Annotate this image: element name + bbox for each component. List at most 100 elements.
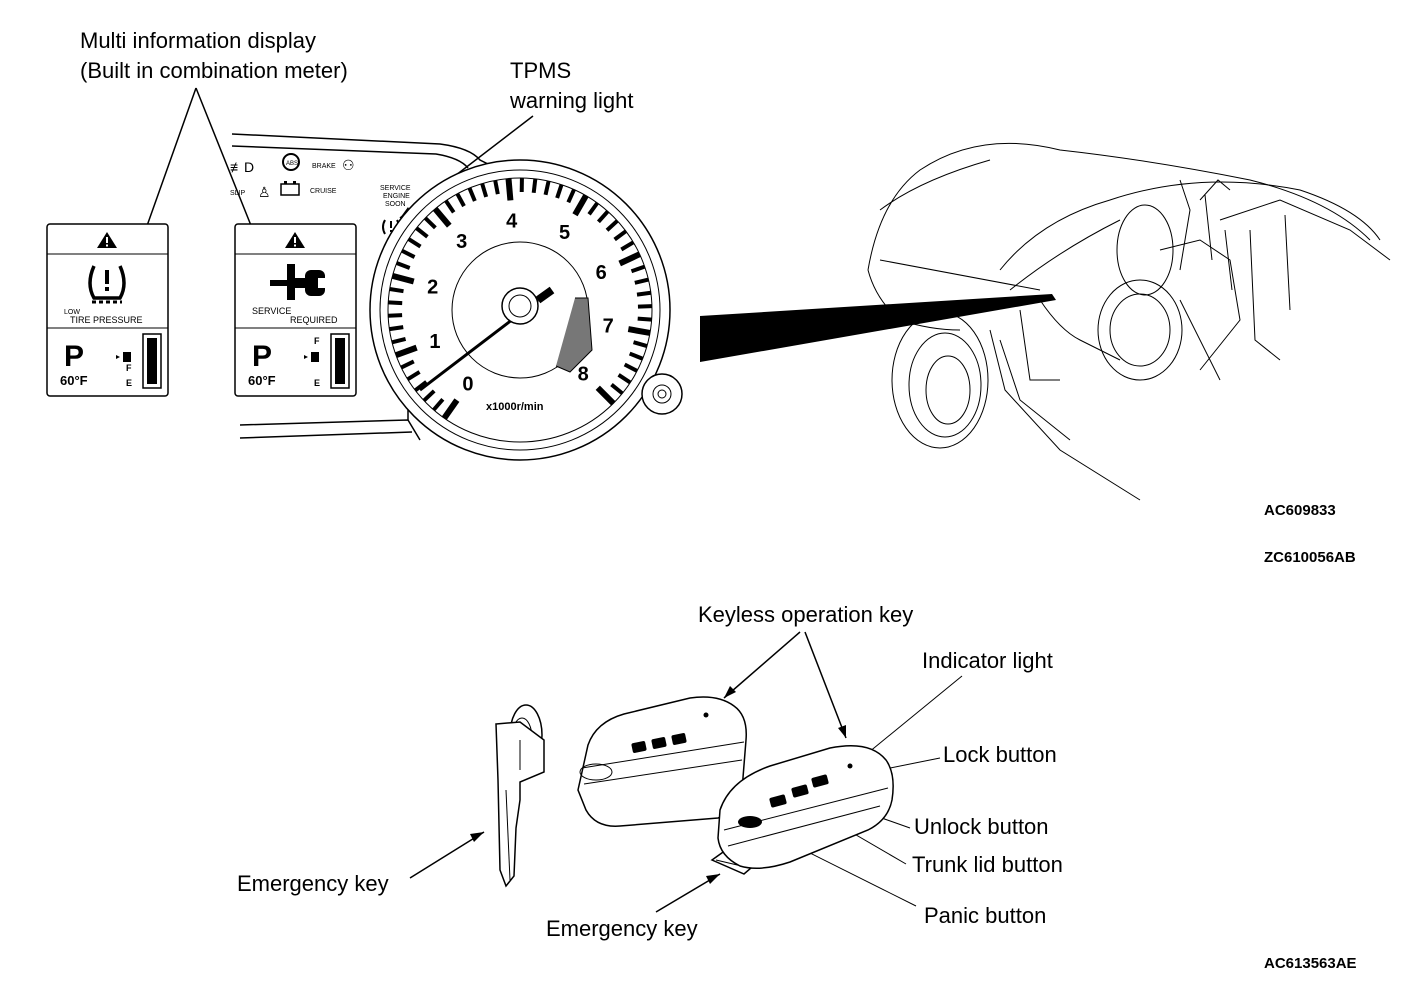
vehicle-outline [867, 142, 1391, 501]
tpms-icon [88, 265, 126, 304]
tach-tick [423, 216, 437, 230]
tach-tick [505, 178, 514, 201]
mid-display-service-required: SERVICE REQUIRED P 60°F F E [234, 223, 357, 397]
tach-tick [388, 300, 403, 306]
tach-tick [406, 370, 421, 381]
tach-tick [455, 192, 466, 208]
tach-tick [493, 179, 500, 195]
slip-indicator: SLIP [230, 190, 246, 197]
tach-tick [610, 382, 624, 395]
service-engine-line2: ENGINE [383, 193, 410, 200]
tach-number: 3 [456, 231, 467, 253]
tach-tick [636, 290, 652, 297]
fuel-gauge-fill [147, 338, 157, 384]
tach-number: 2 [427, 277, 438, 299]
service-engine-line1: SERVICE [380, 185, 411, 192]
tach-tick [415, 226, 429, 239]
tach-unit-label: x1000r/min [486, 401, 544, 413]
trunk-lid-button-icon [769, 794, 787, 808]
tach-tick [634, 277, 649, 285]
trip-reset-knob [641, 373, 683, 415]
tach-number: 5 [559, 222, 570, 244]
tach-tick [391, 336, 407, 345]
tach-tick [605, 219, 619, 232]
wrench-icon [270, 264, 326, 300]
combination-meter: ≢D ABS BRAKE ⚇ SLIP ♙ CRUISE SERVICE ENG… [230, 133, 683, 461]
tach-tick [400, 359, 415, 370]
figure-code-2: ZC610056AB [1264, 549, 1356, 566]
tach-tick [389, 325, 404, 332]
temperature-readout: 60°F [60, 373, 88, 388]
svg-text:ABS: ABS [286, 161, 298, 167]
tach-number: 1 [429, 331, 440, 353]
tach-tick [587, 201, 599, 216]
tpms-label-line1: TPMS [510, 58, 571, 83]
headlight-icon: ≢D [230, 159, 254, 175]
mid-label-line1: Multi information display [80, 28, 316, 53]
tach-tick [623, 362, 639, 373]
tach-tick [467, 187, 477, 202]
tach-tick [391, 272, 415, 285]
tach-tick [422, 389, 436, 403]
brake-indicator: BRAKE [312, 163, 336, 170]
gear-indicator: P [252, 340, 272, 373]
low-label: LOW [64, 309, 80, 316]
lock-button-icon [811, 774, 829, 788]
figure-code-1: AC609833 [1264, 502, 1336, 519]
warning-triangle-icon [97, 232, 117, 248]
temperature-readout: 60°F [248, 373, 276, 388]
tach-tick [632, 340, 648, 348]
figure-code-3: AC613563AE [1264, 955, 1357, 972]
keyless-key-fob [577, 696, 747, 827]
emergency-key-left-label: Emergency key [237, 871, 389, 896]
tach-number: 4 [506, 210, 518, 232]
pointer-wedge [700, 294, 1056, 362]
required-label: REQUIRED [290, 315, 338, 325]
tach-tick [555, 184, 564, 199]
panic-button-label: Panic button [924, 903, 1046, 928]
fuel-empty-label: E [314, 378, 320, 388]
tach-tick [401, 248, 416, 259]
tach-tick-marks [388, 177, 653, 420]
fuel-pump-icon [116, 352, 131, 362]
tach-tick [618, 251, 641, 267]
seatbelt-icon: ♙ [258, 184, 271, 200]
tach-tick [617, 373, 632, 385]
tire-pressure-label: TIRE PRESSURE [70, 315, 143, 325]
tach-tick [480, 182, 489, 198]
trunk-lid-button-label: Trunk lid button [912, 852, 1063, 877]
tach-tick [389, 286, 404, 294]
tach-tick [414, 380, 428, 392]
indicator-light [847, 763, 853, 769]
tach-number: 6 [596, 262, 607, 284]
gear-indicator: P [64, 340, 84, 373]
fuel-full-label: F [314, 336, 320, 346]
tach-tick [613, 229, 628, 242]
battery-icon [280, 181, 300, 196]
airbag-icon: ⚇ [342, 157, 355, 173]
tach-tick [388, 313, 403, 318]
fuel-gauge-fill [335, 338, 345, 384]
warning-triangle-icon [285, 232, 305, 248]
mid-display-tire-pressure: LOW TIRE PRESSURE P 60°F F E [46, 223, 169, 397]
fuel-pump-icon [304, 352, 319, 362]
tach-tick [543, 180, 551, 196]
tach-tick [407, 237, 422, 249]
tach-tick [630, 264, 646, 274]
tach-tick [628, 351, 644, 361]
panic-button-icon [738, 816, 762, 828]
tach-tick [432, 206, 452, 228]
tach-tick [395, 261, 411, 270]
keyless-key-fob-with-emergency-key [710, 745, 894, 875]
tach-number: 0 [462, 374, 473, 396]
fuel-empty-label: E [126, 378, 132, 388]
unlock-icon [671, 733, 687, 745]
keyless-key-label: Keyless operation key [698, 602, 913, 627]
tach-tick [595, 385, 616, 406]
unlock-button-icon [791, 784, 809, 798]
tpms-label-line2: warning light [509, 88, 634, 113]
unlock-button-label: Unlock button [914, 814, 1049, 839]
service-engine-line3: SOON [385, 201, 406, 208]
